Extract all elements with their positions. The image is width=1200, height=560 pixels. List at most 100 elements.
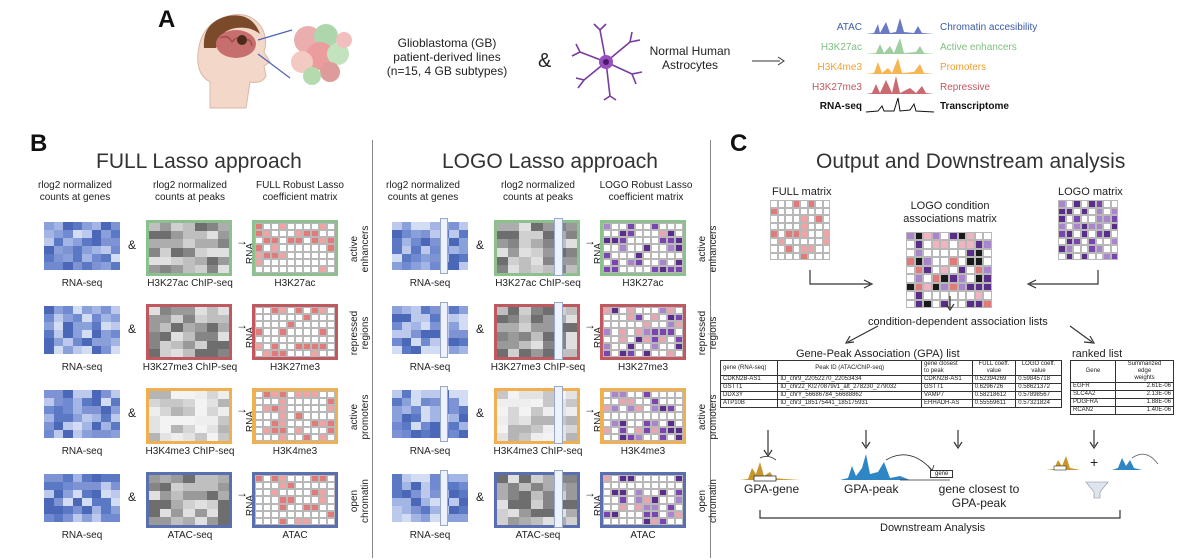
full-side-label-0: active enhancers (349, 225, 371, 273)
gene-closest-label: gene closest to GPA-peak (938, 482, 1020, 510)
panel-c-connectors (759, 270, 1121, 519)
gpa-cell-peak: ID_chr9_22052270_22053434 (777, 375, 923, 384)
ranked-header-row: Gene Summarized edge weights (1070, 360, 1175, 383)
logo-peak-holdout-1 (554, 302, 563, 360)
logo-ampersand-0: & (476, 238, 485, 252)
full-peak-frame-3 (146, 472, 232, 528)
logo-coef-matrix-1 (603, 307, 683, 357)
logo-rna-label-2: RNA-seq (409, 446, 451, 457)
track-mark-h3k27ac: H3K27ac (820, 42, 862, 53)
full-arrow-2: → (236, 402, 248, 416)
astrocyte-icon (571, 23, 643, 101)
ranked-illustration (1046, 453, 1159, 499)
logo-header-coef: LOGO Robust Lasso coefficient matrix (599, 180, 693, 203)
logo-condition-label: LOGO condition associations matrix (903, 200, 997, 225)
full-rna-heatmap-2 (44, 390, 120, 438)
logo-side-label-2: active promoters (697, 394, 719, 440)
head-illustration (197, 14, 352, 109)
logo-header-peaks: rlog2 normalized counts at peaks (501, 180, 575, 203)
track-meaning-rnaseq: Transcriptome (940, 101, 1009, 112)
divider-b-right (710, 140, 711, 558)
full-ampersand-0: & (128, 238, 137, 252)
track-legend: ATAC H3K27ac H3K4me3 H3K27me3 RNA-seq Ch… (800, 8, 1040, 113)
full-coef-matrix-2 (255, 391, 335, 441)
full-peak-frame-0 (146, 220, 232, 276)
logo-rna-label-3: RNA-seq (409, 530, 451, 541)
full-side-label-1: repressed regions (349, 310, 371, 356)
full-coef-label-0: H3K27ac (274, 278, 316, 289)
gpa-cell-full: 0.55559611 (971, 399, 1017, 408)
logo-coef-matrix-3 (603, 475, 683, 525)
full-rna-heatmap-3 (44, 474, 120, 522)
full-header-peaks: rlog2 normalized counts at peaks (153, 180, 227, 203)
gpa-cell-logo: 0.58621372 (1015, 383, 1062, 392)
cond-lists-label: condition-dependent association lists (868, 316, 1048, 328)
logo-peak-holdout-3 (554, 470, 563, 528)
logo-lasso-title: LOGO Lasso approach (442, 150, 658, 173)
full-coef-frame-3 (252, 472, 338, 528)
logo-peak-label-0: H3K27ac ChIP-seq (495, 278, 581, 289)
divider-b-left (372, 140, 373, 558)
full-rna-label-3: RNA-seq (61, 530, 103, 541)
track-peaks (866, 18, 934, 113)
ranked-cell-gene: PDGFRA (1070, 398, 1116, 407)
logo-rna-holdout-2 (440, 386, 448, 442)
full-ampersand-3: & (128, 490, 137, 504)
logo-rna-heatmap-3 (392, 474, 468, 522)
plus-sign: + (1090, 454, 1099, 470)
gb-description: Glioblastoma (GB) patient-derived lines … (386, 36, 508, 78)
ranked-cell-gene: EGFR (1070, 382, 1116, 391)
logo-side-label-1: repressed regions (697, 310, 719, 356)
logo-arrow-0: → (584, 234, 596, 248)
full-coef-frame-1 (252, 304, 338, 360)
full-rna-label-1: RNA-seq (61, 362, 103, 373)
c-logo-matrix (1058, 200, 1118, 260)
gpa-cell-closest: VAMP7 (921, 391, 973, 400)
logo-rna-label-0: RNA-seq (409, 278, 451, 289)
logo-coef-frame-1 (600, 304, 686, 360)
c-logo-condition-matrix (906, 232, 992, 308)
ranked-cell-weight: 2.13E-06 (1114, 390, 1175, 399)
full-peak-heatmap-0 (148, 222, 230, 274)
logo-coef-label-1: H3K27me3 (617, 362, 669, 373)
logo-ampersand-1: & (476, 322, 485, 336)
full-peak-heatmap-1 (148, 306, 230, 358)
gpa-cell-logo: 0.57321824 (1015, 399, 1062, 408)
full-coef-label-2: H3K4me3 (272, 446, 318, 457)
full-side-label-2: active promoters (349, 394, 371, 440)
track-mark-rnaseq: RNA-seq (819, 101, 862, 112)
gpa-cell-gene: ATP10B (719, 399, 779, 408)
full-side-label-3: open chromatin (349, 479, 371, 523)
logo-rna-heatmap-1 (392, 306, 468, 354)
gpa-cell-peak: ID_chrY_56686784_56688862 (777, 391, 923, 400)
logo-rna-holdout-3 (440, 470, 448, 526)
full-lasso-title: FULL Lasso approach (96, 150, 302, 173)
logo-peak-frame-3 (494, 472, 580, 528)
full-ampersand-1: & (128, 322, 137, 336)
full-peak-label-2: H3K4me3 ChIP-seq (145, 446, 235, 457)
logo-coef-frame-0 (600, 220, 686, 276)
logo-coef-frame-2 (600, 388, 686, 444)
full-peak-frame-1 (146, 304, 232, 360)
logo-ampersand-2: & (476, 406, 485, 420)
track-meaning-h3k4me3: Promoters (940, 62, 987, 73)
gpa-cell-closest: CDKN2B-AS1 (921, 375, 973, 384)
full-coef-matrix-1 (255, 307, 335, 357)
track-meaning-h3k27me3: Repressive (940, 82, 991, 93)
logo-peak-label-3: ATAC-seq (515, 530, 561, 541)
gpa-cell-full: 0.58218612 (971, 391, 1017, 400)
logo-side-label-0: active enhancers (697, 225, 719, 273)
logo-rna-heatmap-0 (392, 222, 468, 270)
gene-tag: gene (930, 470, 954, 478)
full-matrix-label: FULL matrix (772, 186, 832, 198)
gpa-cell-closest: GSTT1 (921, 383, 973, 392)
gpa-gene-label: GPA-gene (744, 482, 800, 496)
logo-ampersand-3: & (476, 490, 485, 504)
output-title: Output and Downstream analysis (816, 150, 1126, 173)
